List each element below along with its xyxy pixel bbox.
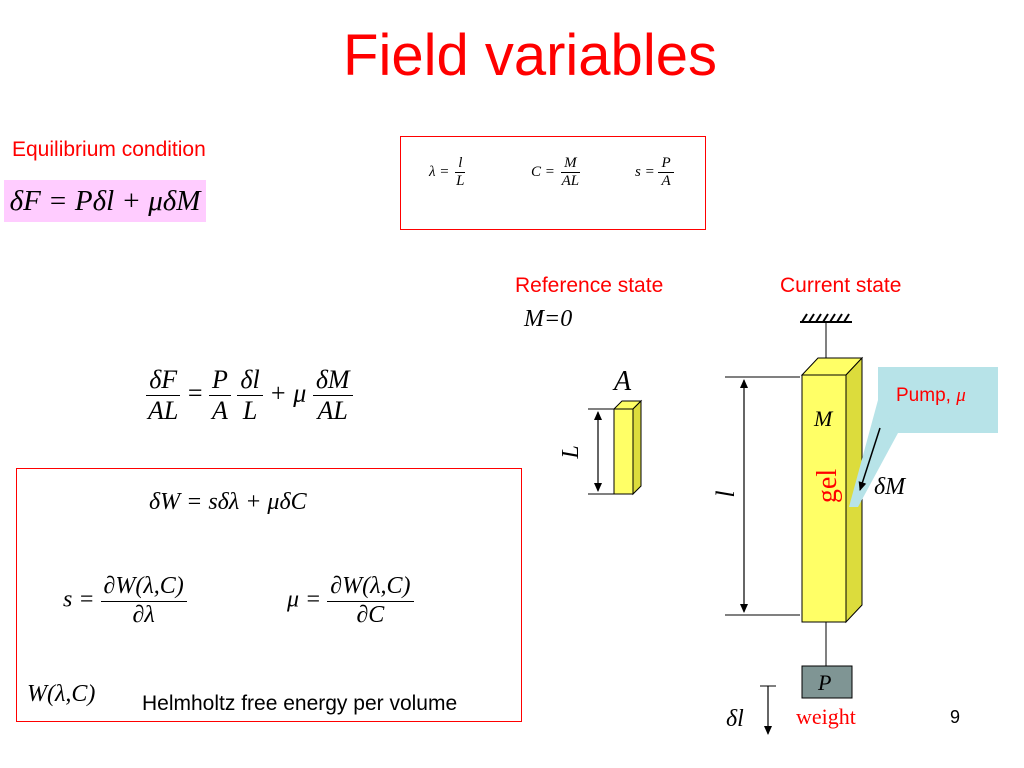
term3-fraction: δl L	[237, 365, 263, 426]
concentration-num: M	[561, 155, 580, 174]
displacement-label: δl	[726, 706, 744, 732]
gel-m-label: M	[813, 406, 834, 431]
mu-lhs: μ =	[287, 586, 322, 613]
s-num: ∂W(λ,C)	[100, 573, 187, 602]
term3-num: δl	[237, 365, 263, 396]
pump-mu: μ	[956, 385, 966, 406]
stress-num: P	[658, 155, 674, 174]
term1-num: δF	[146, 365, 181, 396]
s-derivative: s = ∂W(λ,C) ∂λ	[63, 573, 187, 629]
stretch-num: l	[455, 155, 466, 174]
equilibrium-equation: δF = Pδl + μδM	[4, 180, 206, 222]
definitions-box: λ = l L C = M AL s = P A	[400, 136, 706, 230]
stretch-lhs: λ =	[429, 164, 450, 181]
mu-derivative: μ = ∂W(λ,C) ∂C	[287, 573, 414, 629]
area-label: A	[612, 366, 632, 397]
pump-connector	[849, 400, 898, 507]
term4-num: δM	[312, 365, 353, 396]
weight-p-label: P	[817, 670, 831, 695]
term2-fraction: P A	[209, 365, 231, 426]
free-energy-description: Helmholtz free energy per volume	[142, 692, 458, 715]
term4-fraction: δM AL	[312, 365, 353, 426]
reference-state-label: Reference state	[515, 274, 664, 297]
m-zero-label: M=0	[524, 306, 573, 332]
mu-fraction: ∂W(λ,C) ∂C	[327, 573, 414, 629]
concentration-fraction: M AL	[559, 155, 583, 191]
pump-label: Pump, μ	[896, 385, 966, 407]
concentration-definition: C = M AL	[531, 155, 582, 191]
term4-den: AL	[317, 395, 348, 425]
stretch-definition: λ = l L	[429, 155, 467, 191]
s-lhs: s =	[63, 586, 95, 613]
inflow-arrow	[858, 427, 881, 491]
reference-length-arrow	[588, 408, 614, 495]
stress-den: A	[661, 173, 671, 190]
current-length-label: l	[711, 490, 740, 497]
term1-fraction: δF AL	[145, 365, 181, 426]
gel-label: gel	[812, 469, 843, 503]
page-number: 9	[950, 707, 961, 727]
free-energy-box: δW = sδλ + μδC s = ∂W(λ,C) ∂λ μ = ∂W(λ,C…	[16, 468, 522, 722]
free-energy-equation: δW = sδλ + μδC	[149, 489, 307, 515]
w-symbol: W(λ,C)	[27, 681, 96, 707]
equilibrium-label: Equilibrium condition	[12, 138, 206, 161]
page-title: Field variables	[343, 23, 717, 88]
current-state-label: Current state	[780, 274, 902, 297]
stress-fraction: P A	[658, 155, 674, 191]
concentration-den: AL	[561, 173, 580, 190]
displacement-arrow	[760, 685, 776, 735]
mu-den: ∂C	[356, 601, 385, 628]
equals-sign: =	[187, 378, 203, 408]
stress-definition: s = P A	[635, 155, 674, 191]
pump-box: Pump, μ	[878, 367, 998, 433]
stress-lhs: s =	[635, 164, 655, 181]
weight-label: weight	[796, 704, 856, 729]
term1-den: AL	[148, 395, 179, 425]
mu-num: ∂W(λ,C)	[327, 573, 414, 602]
stretch-den: L	[456, 173, 465, 190]
pump-text: Pump,	[896, 385, 957, 406]
concentration-lhs: C =	[531, 164, 555, 181]
reference-length-label: L	[558, 445, 584, 459]
plus-mu: + μ	[269, 378, 307, 408]
normalized-equation: δF AL = P A δl L + μ δM AL	[145, 365, 353, 426]
weight-block	[801, 665, 853, 699]
term2-den: A	[212, 395, 228, 425]
delta-m-label: δM	[874, 474, 907, 500]
term2-num: P	[209, 365, 231, 396]
s-den: ∂λ	[132, 601, 155, 628]
s-fraction: ∂W(λ,C) ∂λ	[100, 573, 187, 629]
term3-den: L	[242, 395, 258, 425]
support-hatch	[800, 313, 852, 358]
stretch-fraction: l L	[453, 155, 467, 191]
current-length-arrow	[725, 376, 800, 616]
reference-block	[612, 399, 643, 496]
